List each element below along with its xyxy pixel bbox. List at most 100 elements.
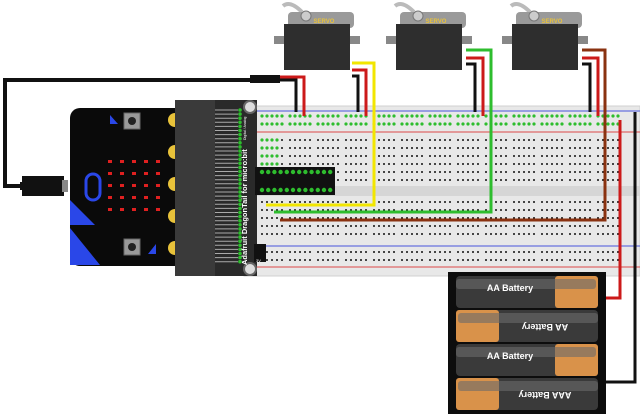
header-pin-mi[interactable]: [297, 169, 302, 175]
breadboard-hole: [561, 209, 563, 211]
breadboard-hole: [597, 171, 599, 173]
breadboard-hole: [294, 139, 296, 141]
breadboard-hole: [317, 139, 319, 141]
breadboard-hole: [569, 163, 571, 165]
edge-pin: [238, 190, 242, 194]
header-pin-10[interactable]: [328, 187, 333, 193]
breadboard-hole: [276, 201, 278, 203]
breadboard-hole: [393, 171, 395, 173]
header-pin-3[interactable]: [284, 187, 289, 193]
header-pin-8[interactable]: [315, 187, 320, 193]
header-pin-rst[interactable]: [321, 169, 327, 175]
breadboard-hole: [584, 171, 586, 173]
breadboard-hole: [364, 122, 368, 126]
breadboard-hole: [523, 233, 525, 235]
breadboard-hole: [569, 139, 571, 141]
breadboard-hole: [457, 251, 459, 253]
header-pin-scl[interactable]: [278, 169, 283, 175]
breadboard-hole: [556, 251, 558, 253]
breadboard-hole: [579, 233, 581, 235]
breadboard-hole: [579, 171, 581, 173]
servo-label: SERVO: [426, 19, 447, 25]
breadboard-hole: [528, 233, 530, 235]
breadboard-hole: [261, 209, 263, 211]
breadboard-hole: [429, 139, 431, 141]
wire-servo3-ground-black: [582, 62, 592, 112]
header-pin-14[interactable]: [303, 169, 308, 175]
breadboard-hole: [443, 122, 447, 126]
breadboard-hole: [393, 201, 395, 203]
header-pin-2[interactable]: [278, 187, 283, 193]
breadboard-hole: [457, 201, 459, 203]
header-pin-mo[interactable]: [290, 169, 296, 175]
breadboard-hole: [504, 114, 508, 118]
breadboard-hole: [551, 139, 553, 141]
breadboard-hole: [490, 225, 492, 227]
breadboard-hole: [317, 233, 319, 235]
breadboard-hole: [406, 139, 408, 141]
breadboard-hole: [513, 201, 515, 203]
breadboard-hole: [327, 225, 329, 227]
breadboard-hole: [517, 114, 521, 118]
breadboard-hole: [317, 259, 319, 261]
button-b[interactable]: [123, 238, 156, 256]
header-pin-sck[interactable]: [284, 169, 289, 175]
breadboard-hole: [434, 179, 436, 181]
header-pin-sda[interactable]: [272, 169, 277, 175]
header-pin-6[interactable]: [303, 187, 308, 193]
breadboard-hole: [569, 171, 571, 173]
breadboard-hole: [518, 201, 520, 203]
breadboard-hole: [541, 155, 543, 157]
breadboard-hole: [294, 147, 296, 149]
header-pin-gnd[interactable]: [259, 187, 265, 193]
breadboard-hole: [472, 163, 474, 165]
header-pin-7[interactable]: [309, 187, 314, 193]
header-pin-gnd[interactable]: [328, 169, 333, 175]
breadboard-hole: [411, 259, 413, 261]
breadboard-hole: [434, 225, 436, 227]
breadboard-hole: [266, 209, 268, 211]
breadboard-hole: [443, 114, 447, 118]
led: [144, 208, 148, 211]
wire-servo1-signal-yellow: [266, 61, 376, 207]
breadboard-hole: [350, 225, 352, 227]
breadboard-hole: [383, 139, 385, 141]
header-pin-1[interactable]: [272, 187, 277, 193]
breadboard-hole: [411, 251, 413, 253]
breadboard-hole: [438, 122, 442, 126]
breadboard-hole: [345, 179, 347, 181]
breadboard-hole: [597, 139, 599, 141]
breadboard-hole: [411, 147, 413, 149]
header-pin-gnd[interactable]: [266, 169, 271, 175]
led: [156, 208, 160, 211]
breadboard-hole: [485, 139, 487, 141]
breadboard-hole: [584, 225, 586, 227]
header-pin-9[interactable]: [321, 187, 327, 193]
breadboard-hole: [540, 122, 544, 126]
breadboard-hole: [416, 259, 418, 261]
breadboard-hole: [527, 114, 531, 118]
header-pin-0[interactable]: [266, 187, 271, 193]
breadboard-hole: [266, 201, 268, 203]
header-pin-4[interactable]: [290, 187, 296, 193]
header-pin-16[interactable]: [315, 169, 320, 175]
breadboard-hole: [472, 201, 474, 203]
breadboard-hole: [281, 201, 283, 203]
header-pin-15[interactable]: [309, 169, 314, 175]
breadboard-hole: [383, 163, 385, 165]
breadboard-hole: [518, 147, 520, 149]
breadboard-hole: [444, 163, 446, 165]
breadboard-hole: [546, 259, 548, 261]
header-pin-3v[interactable]: [259, 169, 265, 175]
breadboard-hole: [299, 233, 301, 235]
breadboard-hole: [299, 225, 301, 227]
breadboard-hole: [602, 233, 604, 235]
breadboard-hole: [276, 251, 278, 253]
breadboard-hole: [304, 147, 306, 149]
breadboard-hole: [410, 122, 414, 126]
button-a[interactable]: [110, 112, 141, 130]
header-pin-5[interactable]: [297, 187, 302, 193]
breadboard-hole: [597, 259, 599, 261]
breadboard-hole: [551, 163, 553, 165]
breadboard-hole: [569, 147, 571, 149]
